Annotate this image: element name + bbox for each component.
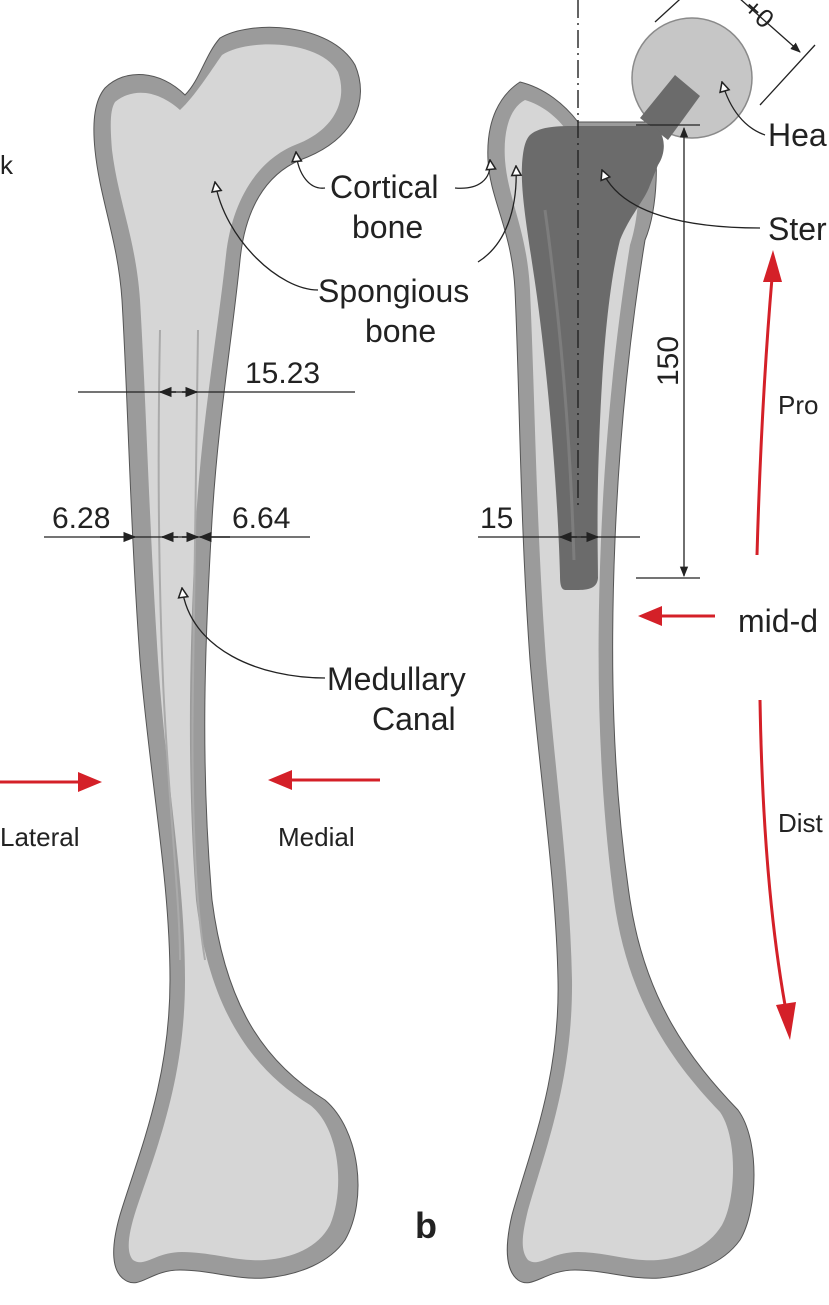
stem-taper-line [543, 209, 576, 561]
dimension-label-15: 15 [480, 502, 513, 535]
label-head: Hea [768, 117, 827, 153]
label-medullary: Medullary [327, 661, 466, 697]
distal-arrow-line [758, 699, 787, 1006]
label-stem: Ster [768, 211, 827, 247]
label-medial: Medial [278, 822, 355, 852]
dimension-label-15-23: 15.23 [245, 357, 320, 390]
dimension-stem-width: 15 [478, 502, 640, 543]
label-lateral: Lateral [0, 822, 80, 852]
dimension-label-150: 150 [652, 336, 685, 386]
leader-spongious-right [477, 166, 516, 263]
proximal-arrow-icon [763, 250, 782, 282]
label-cortical-bone: bone [352, 209, 423, 245]
canal-wall-medial [191, 329, 206, 961]
label-mid-diaphysis: mid-d [738, 603, 818, 639]
canal-wall-lateral [157, 329, 181, 961]
leader-cortical-right [454, 160, 490, 189]
leader-head [722, 82, 766, 136]
label-canal: Canal [372, 701, 456, 737]
label-spongious: Spongious [318, 273, 469, 309]
dimension-canal-width: 15.23 [78, 357, 355, 398]
label-spongious-bone: bone [365, 313, 436, 349]
direction-arrows [0, 250, 796, 1040]
label-cortical: Cortical [330, 169, 438, 205]
label-distal: Dist [778, 808, 824, 838]
label-partial-k: k [0, 150, 14, 180]
panel-label: b [415, 1205, 437, 1246]
femur-intact: 15.23 6.28 6.64 [44, 26, 361, 1284]
leader-spongious-left [215, 182, 319, 291]
dimension-stem-length: 150 [636, 124, 700, 579]
spongious-bone-shape [110, 44, 342, 1263]
leader-stem [602, 170, 761, 229]
medial-arrow-icon [268, 770, 292, 790]
mid-diaphysis-arrow-icon [638, 606, 662, 626]
labels: Cortical bone Spongious bone Medullary C… [0, 117, 827, 1246]
label-proximal: Pro [778, 390, 818, 420]
proximal-arrow-line [755, 277, 774, 556]
leader-cortical-left [296, 152, 326, 189]
prosthesis-stem [521, 126, 664, 590]
dimension-cortex-thickness: 6.28 6.64 [44, 502, 310, 543]
femur-implanted: 15 150 +0 [454, 0, 816, 1284]
dimension-label-6-64: 6.64 [232, 502, 290, 535]
distal-arrow-icon [776, 1002, 796, 1040]
leader-medullary [182, 588, 326, 679]
prosthesis-neck [640, 75, 700, 140]
dimension-label-6-28: 6.28 [52, 502, 110, 535]
lateral-arrow-icon [78, 772, 102, 792]
